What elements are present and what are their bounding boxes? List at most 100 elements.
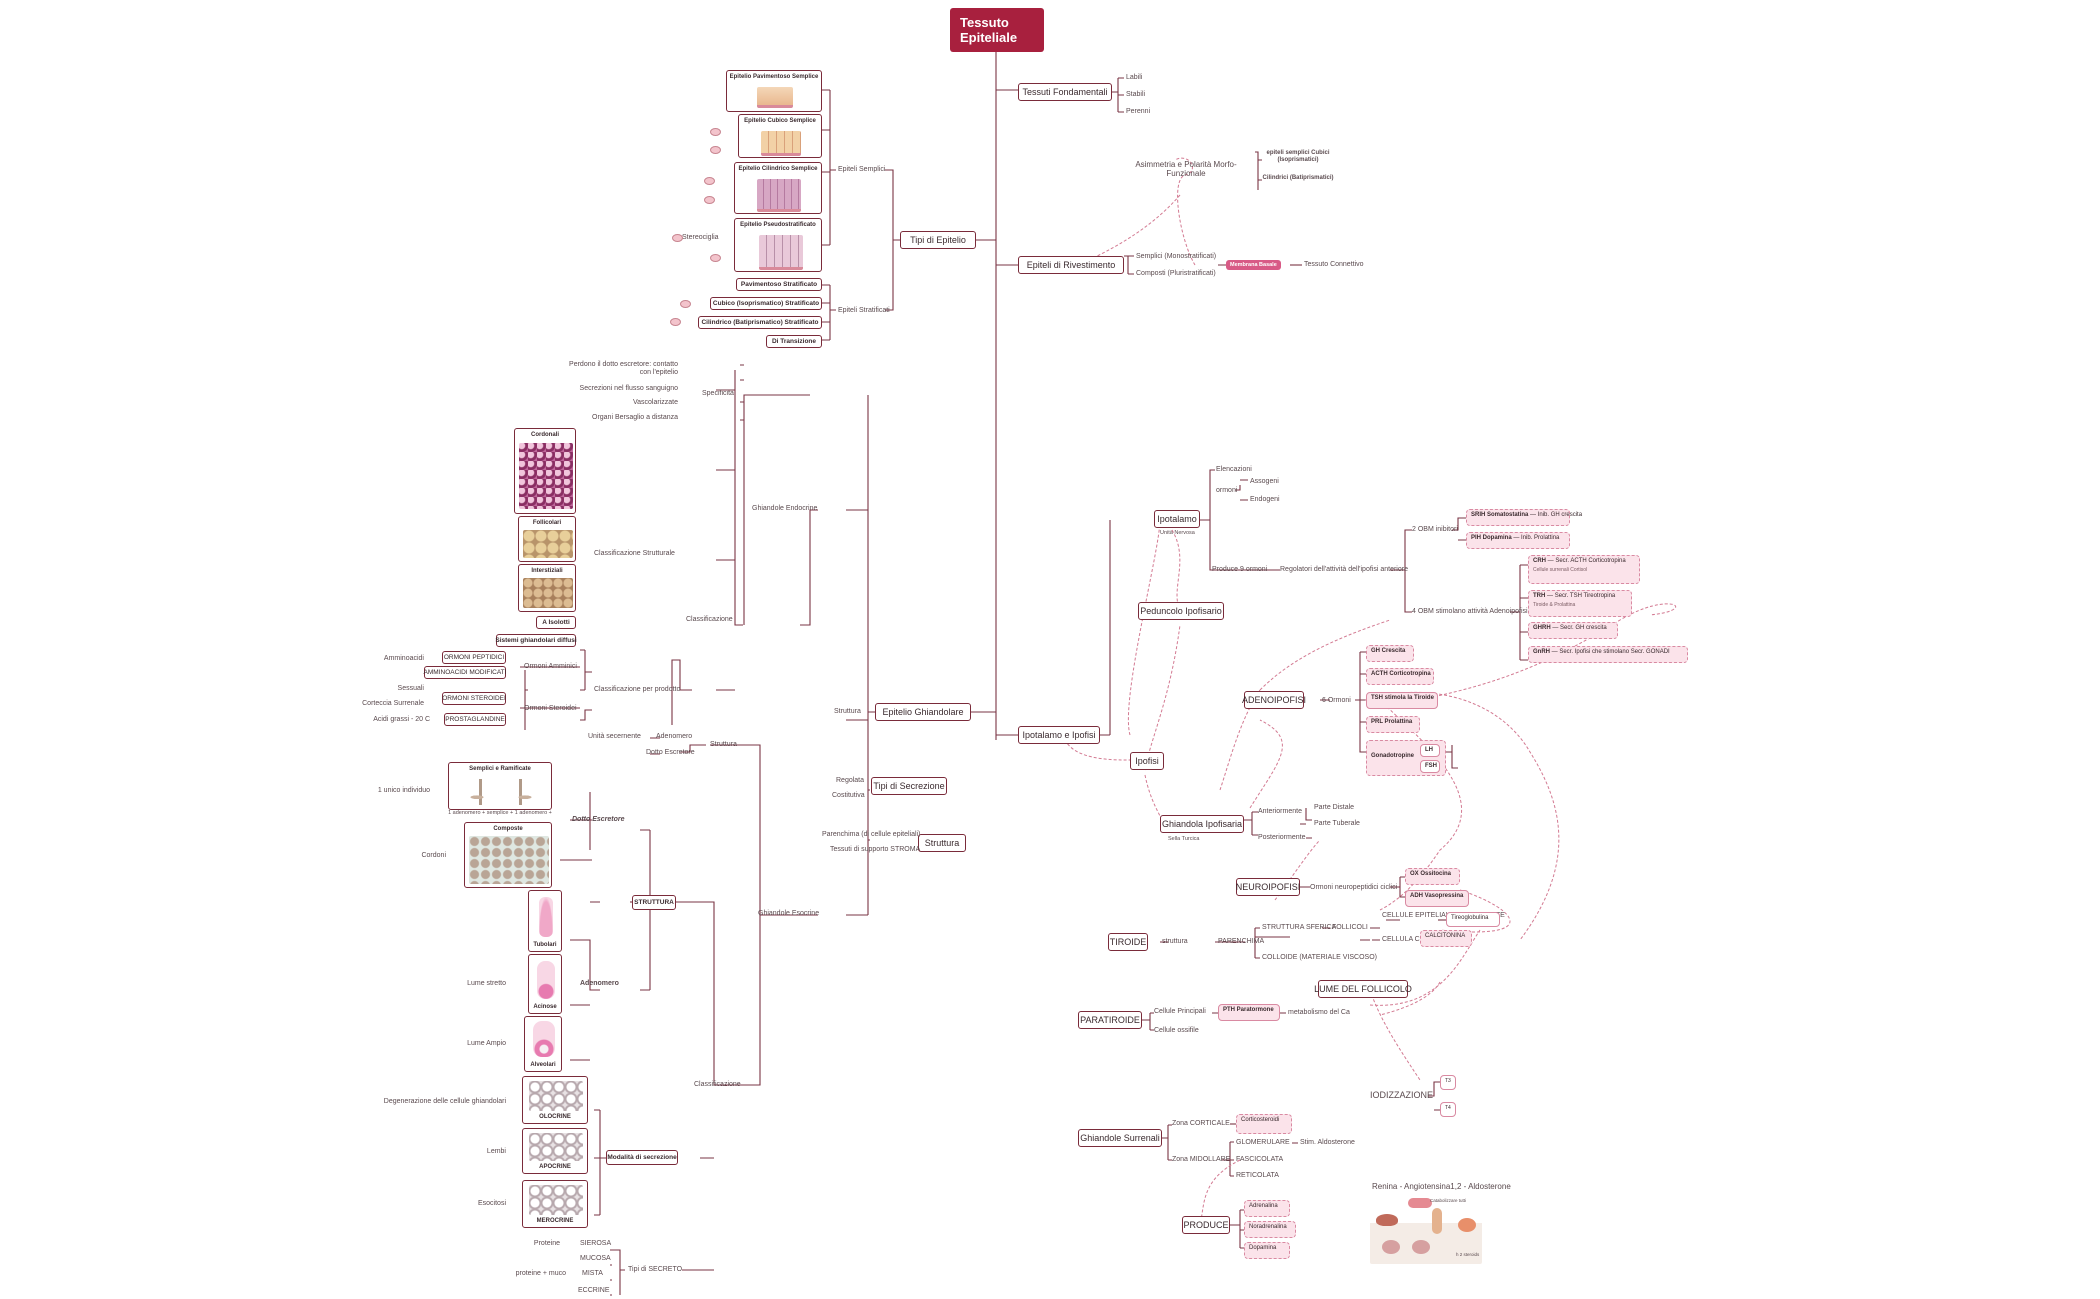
ipofisi-node[interactable]: Ipofisi [1130,752,1164,770]
ghrh-label: GHRH [1533,625,1551,631]
tipi-secrezione-node[interactable]: Tipi di Secrezione [871,777,947,795]
strutt-sferica-label: STRUTTURA SFERICA [1262,924,1337,931]
struttura-tiroide-label: struttura [1162,938,1188,945]
pavimentoso-stratificato-node[interactable]: Pavimentoso Stratificato [736,278,822,291]
dopamina-pill[interactable]: Dopamina [1244,1242,1290,1259]
card-olocrine[interactable]: OLOCRINE [522,1076,588,1124]
acth-pill[interactable]: ACTH Corticotropina [1366,668,1434,685]
struttura-label: Struttura [834,708,861,715]
adrenalina-pill[interactable]: Adrenalina [1244,1200,1290,1217]
fsh-pill[interactable]: FSH [1420,760,1440,773]
card-title: Follicolari [532,520,562,526]
t4-pill[interactable]: T4 [1440,1102,1456,1117]
corticosteroidi-pill[interactable]: Corticosteroidi [1236,1114,1292,1134]
composti-pluri-label: Composti (Pluristratificati) [1136,270,1216,277]
tessuti-fondamentali-node[interactable]: Tessuti Fondamentali [1018,83,1112,101]
tipi-epitelio-node[interactable]: Tipi di Epitelio [900,231,976,249]
lume-follicolo-node[interactable]: LUME DEL FOLLICOLO [1314,980,1412,998]
tsh-pill[interactable]: TSH stimola la Tiroide [1366,692,1438,709]
card-apocrine[interactable]: APOCRINE [522,1128,588,1174]
pth-pill[interactable]: PTH Paratormone [1218,1004,1280,1021]
modalita-secrezione-box[interactable]: Modalità di secrezione [606,1150,678,1165]
aminoacidi-modificati-node[interactable]: AMMINOACIDI MODIFICATI [424,666,506,679]
surrenali-node[interactable]: Ghiandole Surrenali [1078,1129,1162,1147]
esocitosi-label: Esocitosi [477,1200,506,1207]
ormoni-steroidei-node[interactable]: ORMONI STEROIDEI [442,692,506,705]
srih-pill[interactable]: SRIH Somatostatina — Inib. GH crescita [1466,509,1582,526]
epitelio-ghiandolare-node[interactable]: Epitelio Ghiandolare [875,703,971,721]
lh-pill[interactable]: LH [1420,744,1440,757]
esocrine-label: Ghiandole Esocrine [758,910,820,917]
asimmetria-label: Asimmetria e Polarità Morfo-Funzionale [1135,160,1237,179]
epiteli-semplici-label: Epiteli Semplici [838,166,886,173]
ghrh-pill[interactable]: GHRH — Secr. GH crescita [1528,622,1618,639]
ox-pill[interactable]: OX Ossitocina [1405,868,1460,885]
card-interstiziali[interactable]: Interstiziali [518,564,576,612]
cubico-stratificato-node[interactable]: Cubico (Isoprismatico) Stratificato [710,297,822,310]
card-composte[interactable]: Composte [464,822,552,888]
transizione-node[interactable]: Di Transizione [766,335,822,348]
cell-icon [704,177,715,185]
card-pseudostratificato[interactable]: Epitelio Pseudostratificato [734,218,822,272]
gh-pill[interactable]: GH Crescita [1366,645,1414,662]
paratiroide-node[interactable]: PARATIROIDE [1078,1011,1142,1029]
card-pavimentoso-semplice[interactable]: Epitelio Pavimentoso Semplice [726,70,822,112]
root-topic[interactable]: Tessuto Epiteliale [950,8,1044,52]
card-acinose[interactable]: Acinose [528,954,562,1014]
card-title: Epitelio Cilindrico Semplice [738,166,818,172]
pih-pill[interactable]: PIH Dopamina — Inib. Prolattina [1466,532,1570,549]
card-title: APOCRINE [539,1164,571,1170]
epiteli-rivestimento-node[interactable]: Epiteli di Rivestimento [1018,256,1124,274]
mista-label: MISTA [582,1270,603,1277]
cilindrici-label: Cilindrici (Batiprismatici) [1262,175,1334,181]
sistemi-diffusi-node[interactable]: Sistemi ghiandolari diffusi [495,634,577,647]
card-cubico-semplice[interactable]: Epitelio Cubico Semplice [738,114,822,158]
ormoni-peptidici-node[interactable]: ORMONI PEPTIDICI [442,651,506,664]
ipotalamo-node[interactable]: Ipotalamo [1154,510,1200,528]
neuroipofisi-node[interactable]: NEUROIPOFISI [1236,878,1300,896]
card-title: Epitelio Cubico Semplice [744,118,816,124]
ghiandola-ipofisaria-node[interactable]: Ghiandola Ipofisaria [1160,815,1244,833]
card-title: Epitelio Pavimentoso Semplice [729,74,819,80]
produce-node[interactable]: PRODUCE [1182,1216,1230,1234]
adenoipofisi-node[interactable]: ADENOIPOFISI [1242,691,1306,709]
person-icon [1432,1208,1442,1234]
noradrenalina-pill[interactable]: Noradrenalina [1244,1221,1296,1238]
stroma-label: Tessuti di supporto STROMA [830,846,921,853]
prostaglandine-node[interactable]: PROSTAGLANDINE [444,713,506,726]
card-follicolari[interactable]: Follicolari [518,516,576,562]
card-merocrine[interactable]: MEROCRINE [522,1180,588,1228]
cilindrico-stratificato-node[interactable]: Cilindrico (Batiprismatico) Stratificato [698,316,822,329]
endocrine-label: Ghiandole Endocrine [752,505,818,512]
gnrh-effect: Secr. Ipofisi che stimolano Secr. GONADI [1559,649,1670,655]
tireoglobulina-pill[interactable]: Tireoglobulina [1446,912,1500,927]
histology-image [519,443,573,509]
membrana-basale-tag[interactable]: Membrana Basale [1226,260,1281,270]
struttura-box[interactable]: STRUTTURA [632,895,676,910]
lume-stretto-label: Lume stretto [467,980,506,987]
card-cilindrico-semplice[interactable]: Epitelio Cilindrico Semplice [734,162,822,214]
t3-pill[interactable]: T3 [1440,1075,1456,1090]
gnrh-pill[interactable]: GnRH — Secr. Ipofisi che stimolano Secr.… [1528,646,1688,663]
calcitonina-pill[interactable]: CALCITONINA [1420,930,1472,947]
stereociglia-label: Stereociglia [682,234,719,241]
prl-pill[interactable]: PRL Prolattina [1366,716,1420,733]
renina-label: Renina - Angiotensina1,2 - Aldosterone [1372,1182,1511,1191]
card-alveolari[interactable]: Alveolari [524,1016,562,1072]
struttura-node[interactable]: Struttura [918,834,966,852]
glomerulare-label: GLOMERULARE [1236,1139,1290,1146]
card-tubolari[interactable]: Tubolari [528,890,562,952]
tiroide-node[interactable]: TIROIDE [1108,933,1148,951]
kidney-icon [1408,1198,1432,1208]
card-cordonali[interactable]: Cordonali [514,428,576,514]
adh-pill[interactable]: ADH Vasopressina [1405,890,1469,907]
peduncolo-node[interactable]: Peduncolo Ipofisario [1138,602,1224,620]
fascicolata-label: FASCICOLATA [1236,1156,1284,1163]
card-semplici-ramificate[interactable]: Semplici e Ramificate [448,762,552,810]
cell-icon [670,318,681,326]
inibitori-label: 2 OBM inibitori [1412,526,1458,533]
a-isolotti-node[interactable]: A Isolotti [536,616,576,629]
ipotalamo-ipofisi-node[interactable]: Ipotalamo e Ipofisi [1018,726,1100,744]
